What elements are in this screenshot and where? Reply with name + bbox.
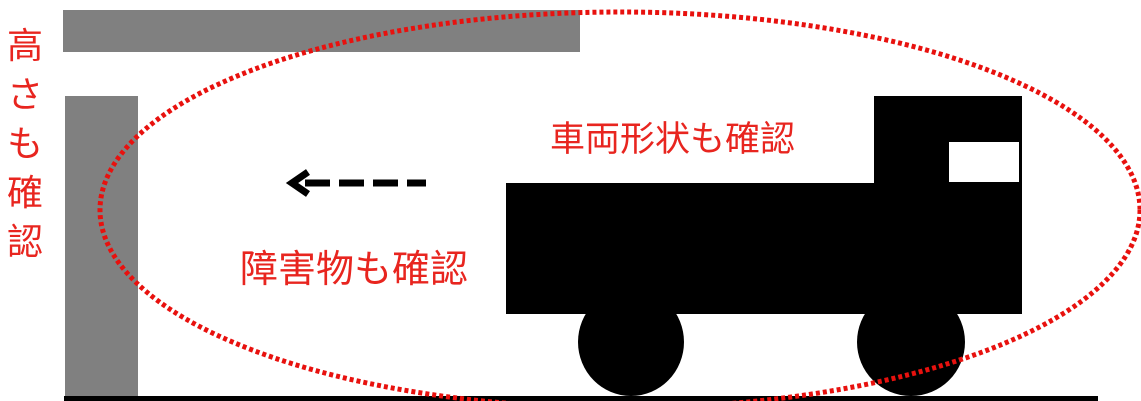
truck-rear-wheel: [857, 288, 965, 396]
height-check-char: も: [7, 124, 43, 165]
wall-pillar: [65, 96, 138, 398]
check-area-ellipse: [97, 9, 1141, 401]
ground-line: [64, 396, 1098, 401]
truck-cargo-body: [506, 183, 1022, 314]
truck: [506, 96, 1022, 396]
height-check-text: 高さも確認: [7, 26, 43, 263]
vehicle-shape-check-label: 車両形状も確認: [550, 120, 795, 160]
height-check-char: 認: [7, 222, 43, 263]
height-check-char: さ: [7, 75, 43, 116]
truck-window: [949, 142, 1019, 182]
obstacle-check-label: 障害物も確認: [240, 247, 468, 291]
overhead-beam: [63, 10, 580, 52]
direction-arrow: [285, 169, 426, 197]
height-check-char: 確: [7, 173, 43, 214]
height-check-label: 高さも確認: [7, 26, 43, 263]
arrow-head: [285, 169, 310, 197]
height-check-char: 高: [7, 26, 43, 67]
truck-front-wheel: [578, 288, 684, 396]
